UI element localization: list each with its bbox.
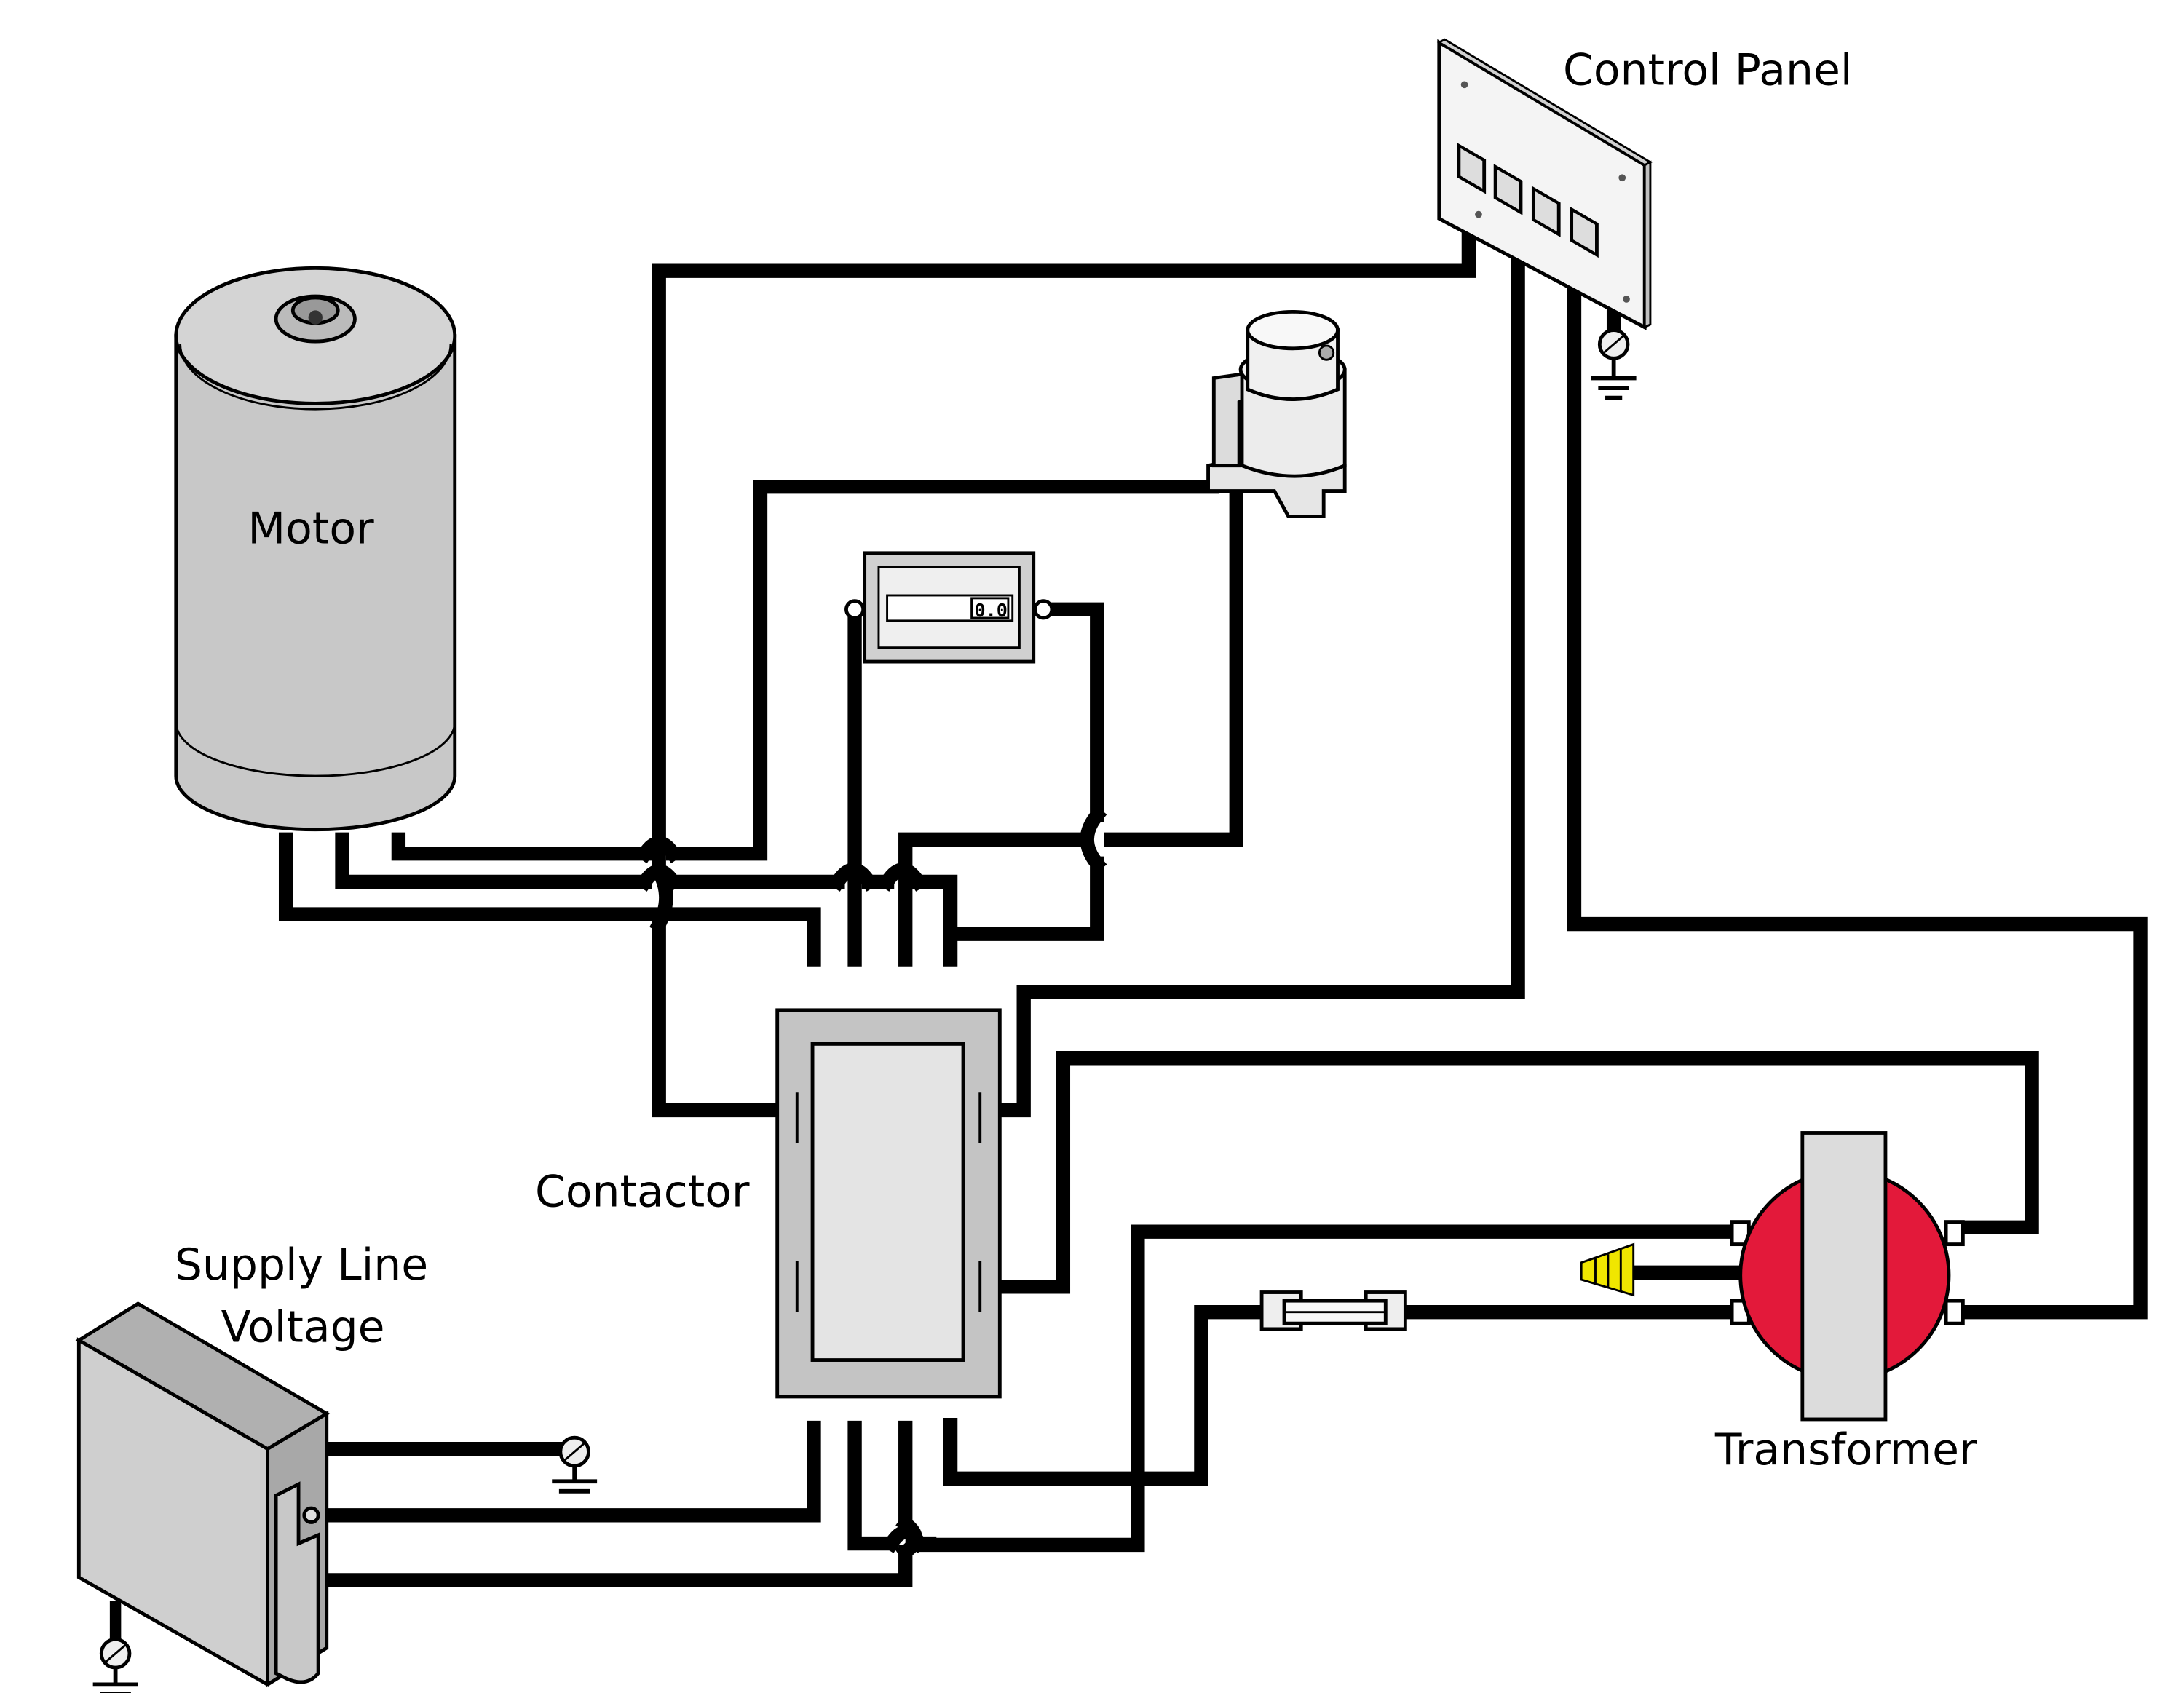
ground-icon: [552, 1435, 598, 1494]
wire-supply-to-transformer: [905, 1224, 1739, 1553]
motor-base-band: [175, 722, 456, 777]
crossover-5: [877, 863, 928, 892]
motor: Motor: [174, 266, 457, 832]
crossover-8: [895, 1513, 922, 1562]
wire-motor-lead-2: [335, 832, 958, 967]
pressure-switch-cap-top: [1246, 309, 1340, 351]
screw-icon: [1475, 210, 1482, 218]
supply-line-label: Supply Line: [175, 1240, 428, 1290]
hour-meter-reading: 0.0: [974, 600, 1007, 621]
wire-panel-to-transformer: [1567, 274, 2148, 1320]
switch-3[interactable]: [1531, 186, 1561, 237]
wire-pressure-switch-return: [898, 483, 1243, 967]
supply-voltage-label: Voltage: [221, 1301, 385, 1352]
wire-contactor-to-fuse: [943, 1304, 1267, 1486]
motor-label: Motor: [248, 503, 374, 554]
crossover-1: [635, 836, 683, 864]
hour-meter: 0.0: [844, 551, 1054, 664]
wire-panel-to-contactor-aux: [978, 247, 1525, 1118]
switch-4[interactable]: [1570, 206, 1599, 258]
disconnect-bolt-icon: [302, 1506, 320, 1524]
fuse: [1259, 1290, 1407, 1331]
disconnect-handle[interactable]: [274, 1481, 320, 1684]
pressure-switch-port: [1318, 344, 1335, 361]
control-panel: Control Panel: [1436, 38, 1853, 400]
wire-motor-to-pressure-switch: [391, 480, 1220, 861]
control-panel-side: [1643, 160, 1652, 330]
switch-2[interactable]: [1493, 164, 1523, 215]
transformer-core: [1800, 1131, 1888, 1422]
wire-hourmeter-right: [950, 602, 1104, 941]
pressure-switch: [1206, 309, 1347, 518]
screw-icon: [1460, 81, 1468, 89]
wire-motor-lead-1: [278, 832, 821, 967]
wire-crossovers: [635, 805, 1107, 1562]
motor-body: [174, 333, 457, 832]
transformer-terminal-tr: [1944, 1220, 1965, 1247]
hour-meter-terminal-left: [844, 599, 866, 620]
hour-meter-terminal-right: [1033, 599, 1054, 620]
transformer-terminal-br: [1944, 1299, 1965, 1325]
wire-supply-l1: [320, 1420, 821, 1523]
switch-1[interactable]: [1457, 143, 1487, 194]
crossover-4: [828, 863, 879, 892]
contactor-window: [810, 1042, 965, 1362]
transformer: Transformer: [1714, 1131, 1977, 1475]
ground-icon: [92, 1637, 138, 1693]
contactor-label: Contactor: [535, 1166, 750, 1217]
screw-icon: [1618, 174, 1626, 182]
supply-box: Supply Line Voltage: [75, 1240, 428, 1693]
wires: [278, 223, 2148, 1587]
screw-icon: [1623, 296, 1630, 303]
transformer-label: Transformer: [1714, 1424, 1977, 1475]
contactor: Contactor: [535, 1008, 1002, 1399]
motor-top-rim: [179, 344, 452, 411]
wire-supply-l2: [320, 1420, 913, 1587]
crossover-3: [649, 862, 673, 934]
hour-meter-digits-box: [970, 597, 1010, 619]
wire-contactor-l3-jumper: [847, 1420, 937, 1551]
wire-nut-icon: [1580, 1242, 1635, 1297]
wire-panel-to-contactor-coil: [652, 223, 1476, 1118]
wire-contactor-to-transformer-top: [978, 1051, 2039, 1294]
control-panel-label: Control Panel: [1563, 44, 1853, 95]
ground-icon: [1591, 328, 1637, 400]
motor-shaft-center: [308, 310, 323, 325]
crossover-6: [1080, 805, 1107, 873]
control-panel-switches: [1457, 143, 1599, 258]
